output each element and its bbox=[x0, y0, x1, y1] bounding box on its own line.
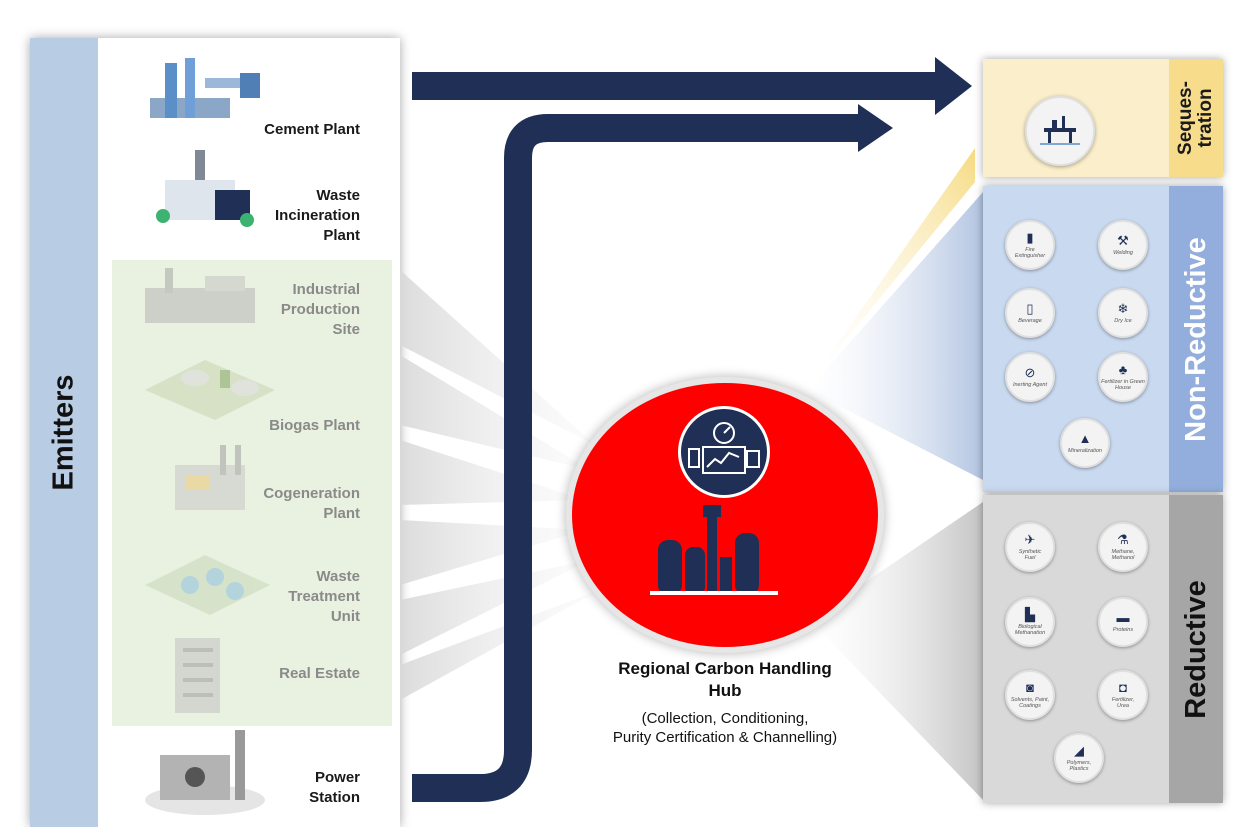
waste-incineration-icon bbox=[156, 150, 254, 227]
use-fire-extinguisher: ▮Fire Extinguisher bbox=[1005, 220, 1055, 270]
use-dry-ice: ❄Dry Ice bbox=[1098, 288, 1148, 338]
use-methane-methanol: ⚗Methane, Methanol bbox=[1098, 522, 1148, 572]
emitter-label-cement: Cement Plant bbox=[264, 121, 360, 138]
hub-subtitle: (Collection, Conditioning, Purity Certif… bbox=[612, 710, 838, 746]
paint-can-icon: ◙ bbox=[1026, 680, 1034, 695]
cement-plant-icon bbox=[150, 58, 260, 118]
plant-icon: ♣ bbox=[1118, 362, 1128, 377]
emitter-label-waste-treatment: Waste Treatment Unit bbox=[288, 568, 360, 625]
use-proteins: ▬Proteins bbox=[1098, 597, 1148, 647]
emitter-label-biogas: Biogas Plant bbox=[269, 417, 360, 434]
emitter-label-waste-incineration: Waste Incineration Plant bbox=[274, 187, 360, 244]
fertilizer-bag-icon: ◘ bbox=[1119, 680, 1127, 695]
beam-reductive bbox=[810, 502, 983, 800]
beam-non-reductive bbox=[808, 192, 983, 480]
sequestration-title: Seques- tration bbox=[1175, 81, 1217, 155]
cogeneration-plant-icon bbox=[175, 445, 245, 510]
use-solvents-paint: ◙Solvents, Paint, Coatings bbox=[1005, 670, 1055, 720]
non-reductive-title: Non-Reductive bbox=[1179, 236, 1212, 442]
reductive-band bbox=[1169, 495, 1223, 803]
shoe-icon: ◢ bbox=[1074, 743, 1084, 758]
emitters-band bbox=[30, 38, 98, 827]
use-synthetic-fuel: ✈Synthetic Fuel bbox=[1005, 522, 1055, 572]
airplane-icon: ✈ bbox=[1024, 532, 1036, 547]
bio-plant-icon: ▙ bbox=[1025, 607, 1035, 622]
processing-plant-icon bbox=[650, 505, 778, 595]
emitter-illustrations bbox=[145, 58, 275, 815]
emitter-label-cogeneration: Cogeneration Plant bbox=[263, 485, 360, 522]
use-inerting-agent: ⊘Inerting Agent bbox=[1005, 352, 1055, 402]
dry-ice-icon: ❄ bbox=[1117, 301, 1129, 316]
monitoring-icon bbox=[678, 406, 770, 498]
real-estate-icon bbox=[175, 638, 220, 713]
use-welding: ⚒Welding bbox=[1098, 220, 1148, 270]
use-fertilizer-greenhouse: ♣Fertilizer in Green House bbox=[1098, 352, 1148, 402]
mineral-icon: ▲ bbox=[1078, 431, 1092, 446]
emitter-label-power-station: Power Station bbox=[309, 769, 360, 806]
beam-sequestration bbox=[806, 148, 975, 388]
inerting-agent-icon: ⊘ bbox=[1024, 365, 1036, 380]
offshore-platform-icon bbox=[1025, 96, 1095, 166]
biogas-plant-icon bbox=[145, 360, 275, 420]
non-reductive-band bbox=[1169, 186, 1223, 492]
emitter-beams bbox=[400, 270, 600, 700]
use-mineralization: ▲Mineralization bbox=[1060, 418, 1110, 468]
industrial-site-icon bbox=[145, 268, 255, 323]
flask-icon: ⚗ bbox=[1117, 532, 1129, 547]
arrow-power-station-to-sequestration bbox=[412, 104, 893, 802]
waste-treatment-icon bbox=[145, 555, 270, 615]
arrow-cement-to-sequestration bbox=[412, 57, 972, 115]
small-emitters-zone bbox=[112, 260, 392, 726]
emitter-label-real-estate: Real Estate bbox=[279, 665, 360, 682]
fire-extinguisher-icon: ▮ bbox=[1026, 230, 1034, 245]
power-station-icon bbox=[145, 730, 265, 815]
use-fertilizer-urea: ◘Fertilizer, Urea bbox=[1098, 670, 1148, 720]
welding-icon: ⚒ bbox=[1117, 233, 1129, 248]
reductive-title: Reductive bbox=[1179, 579, 1212, 719]
beverage-icon: ▯ bbox=[1026, 301, 1034, 316]
use-biological-methanation: ▙Biological Methanation bbox=[1005, 597, 1055, 647]
food-icon: ▬ bbox=[1116, 610, 1130, 625]
sequestration-band bbox=[1169, 59, 1223, 177]
use-polymers-plastics: ◢Polymers, Plastics bbox=[1054, 733, 1104, 783]
use-beverage: ▯Beverage bbox=[1005, 288, 1055, 338]
hub-title: Regional Carbon Handling Hub bbox=[618, 659, 832, 700]
emitter-label-industrial: Industrial Production Site bbox=[280, 281, 360, 338]
